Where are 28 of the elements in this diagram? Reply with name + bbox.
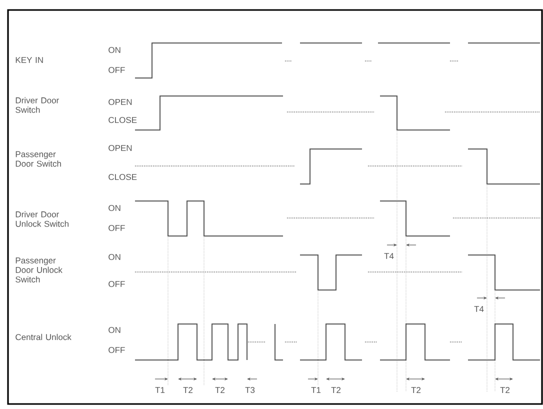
signal-label: Driver Door Switch <box>16 97 59 113</box>
state-label: ON <box>108 205 120 211</box>
timing-label: T4 <box>384 253 394 259</box>
state-label: OPEN <box>108 145 132 151</box>
state-label: ON <box>108 327 120 333</box>
signal-label: Passenger Door Switch <box>16 151 61 167</box>
signal-label: Passenger Door Unlock Switch <box>16 258 62 282</box>
timing-label: T3 <box>245 387 255 393</box>
state-label: ON <box>108 47 120 53</box>
state-label: CLOSE <box>108 117 137 123</box>
state-label: ON <box>108 254 120 260</box>
timing-label: T2 <box>215 387 225 393</box>
state-label: CLOSE <box>108 174 137 180</box>
state-label: OPEN <box>108 99 132 105</box>
signal-label: KEY IN <box>16 57 43 63</box>
timing-label: T2 <box>183 387 193 393</box>
timing-label: T2 <box>411 387 421 393</box>
state-label: OFF <box>108 347 125 353</box>
timing-label: T2 <box>500 387 510 393</box>
timing-label: T4 <box>474 306 484 312</box>
state-label: OFF <box>108 281 125 287</box>
timing-label: T1 <box>155 387 165 393</box>
state-label: OFF <box>108 67 125 73</box>
state-label: OFF <box>108 225 125 231</box>
timing-label: T1 <box>311 387 321 393</box>
timing-label: T2 <box>331 387 341 393</box>
signal-label: Driver Door Unlock Switch <box>16 211 68 227</box>
signal-label: Central Unlock <box>16 334 72 340</box>
